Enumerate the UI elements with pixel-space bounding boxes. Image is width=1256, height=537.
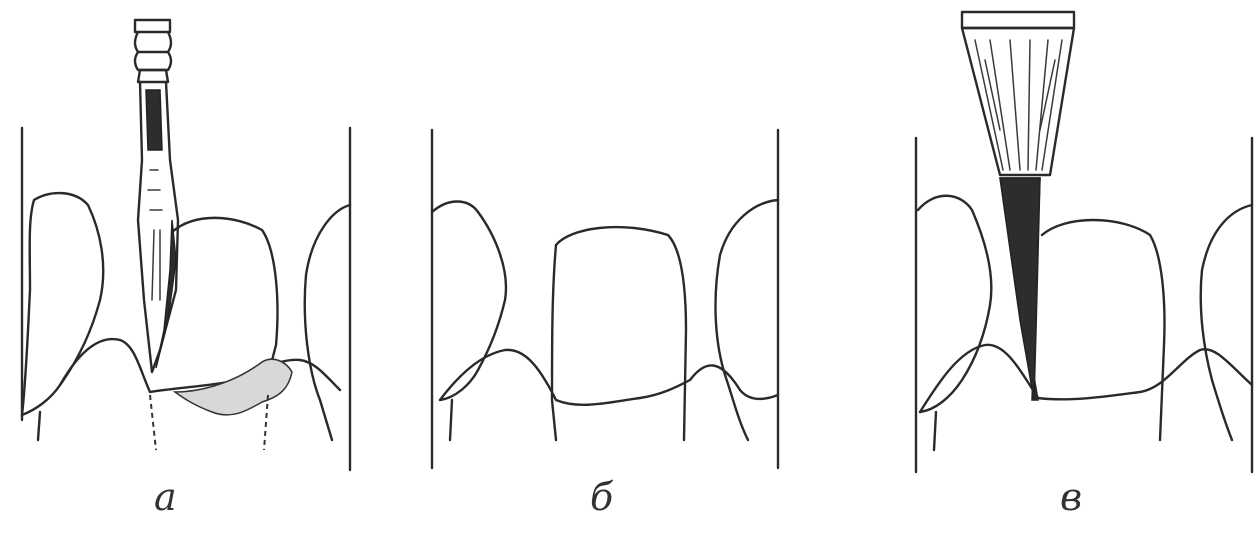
panel-c-left-tooth [918, 196, 991, 412]
panel-a-root-dashed-left [150, 395, 156, 450]
panel-a-right-tooth [305, 205, 350, 440]
panel-a-label: а [154, 478, 177, 516]
panel-c-illustration [916, 12, 1252, 472]
panel-a-scaler-instrument [135, 20, 178, 372]
panel-b-left-tooth [432, 202, 506, 401]
panel-c-gum-line [920, 345, 1252, 412]
panel-b-label: б [590, 478, 613, 516]
panel-c-center-tooth [1042, 220, 1164, 440]
panel-c-right-tooth [1201, 205, 1252, 440]
panel-b-center-tooth [556, 227, 686, 440]
panel-a-center-tooth [172, 218, 277, 368]
panel-a-left-root [38, 412, 40, 440]
panel-c-left-root [934, 412, 936, 450]
panel-b-gum-line [440, 350, 778, 405]
panel-b-left-root [450, 400, 452, 440]
panel-c-label: в [1060, 478, 1082, 516]
panel-b-illustration [432, 130, 778, 468]
panel-b-center-tooth-left-side [552, 245, 556, 440]
panel-a-illustration [22, 20, 350, 470]
panel-a-gum-line [60, 339, 340, 392]
panel-a-root-dashed-right [264, 395, 268, 450]
panel-b-right-tooth [715, 200, 778, 440]
panel-c-brush-instrument [962, 12, 1074, 400]
